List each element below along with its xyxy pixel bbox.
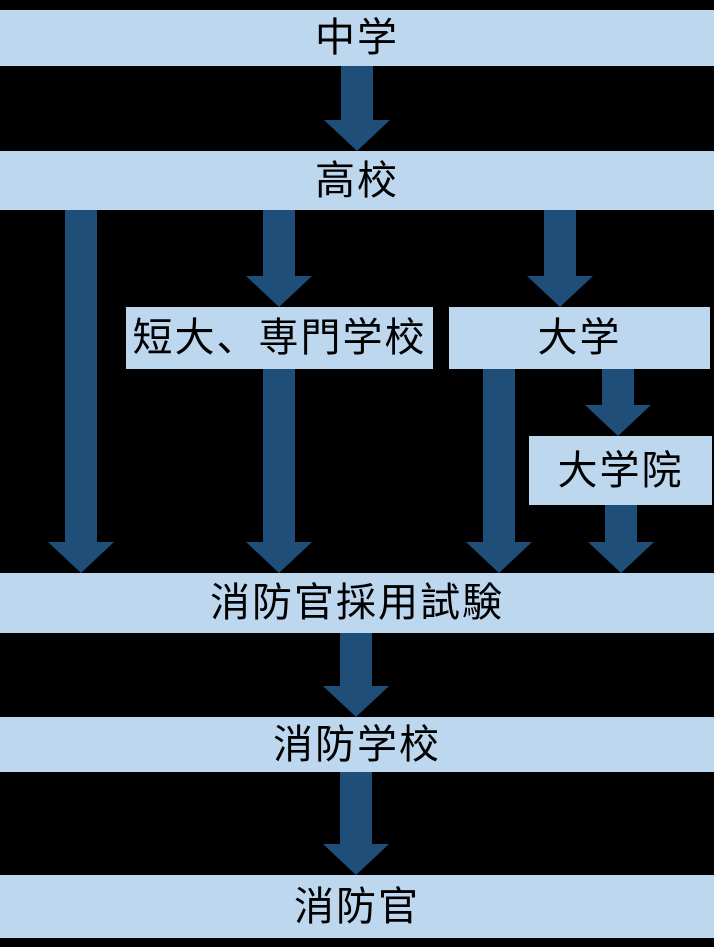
arrow-stem — [340, 772, 372, 844]
arrow-head-icon — [588, 542, 654, 573]
arrow-graduate-school-to-exam — [588, 505, 654, 573]
arrow-stem — [544, 210, 576, 276]
arrow-stem — [605, 505, 637, 542]
node-university: 大学 — [449, 307, 710, 369]
node-graduate-school: 大学院 — [529, 436, 712, 505]
node-firefighter: 消防官 — [0, 875, 714, 938]
arrow-high-school-to-university — [527, 210, 593, 307]
node-junior-college-vocational-school: 短大、専門学校 — [126, 307, 433, 369]
arrow-stem — [483, 369, 515, 542]
arrow-exam-to-fire-academy — [323, 633, 389, 717]
arrow-head-icon — [246, 276, 312, 307]
arrow-head-icon — [246, 542, 312, 573]
arrow-head-icon — [48, 542, 114, 573]
node-firefighter-recruitment-exam: 消防官採用試験 — [0, 573, 714, 633]
node-high-school: 高校 — [0, 151, 714, 210]
arrow-head-icon — [324, 120, 390, 151]
arrow-stem — [341, 66, 373, 120]
arrow-stem — [602, 369, 634, 405]
arrow-head-icon — [323, 686, 389, 717]
arrow-stem — [263, 210, 295, 276]
arrow-stem — [340, 633, 372, 686]
arrow-stem — [65, 210, 97, 542]
arrow-middle-school-to-high-school — [324, 66, 390, 151]
node-fire-academy: 消防学校 — [0, 717, 714, 772]
node-middle-school: 中学 — [0, 10, 714, 66]
arrow-head-icon — [466, 542, 532, 573]
arrow-stem — [263, 369, 295, 542]
arrow-university-to-exam — [466, 369, 532, 573]
arrow-high-school-to-exam — [48, 210, 114, 573]
arrow-university-to-graduate-school — [585, 369, 651, 436]
arrow-fire-academy-to-firefighter — [323, 772, 389, 875]
arrow-head-icon — [323, 844, 389, 875]
arrow-high-school-to-junior-college — [246, 210, 312, 307]
arrow-head-icon — [585, 405, 651, 436]
arrow-head-icon — [527, 276, 593, 307]
arrow-junior-college-to-exam — [246, 369, 312, 573]
